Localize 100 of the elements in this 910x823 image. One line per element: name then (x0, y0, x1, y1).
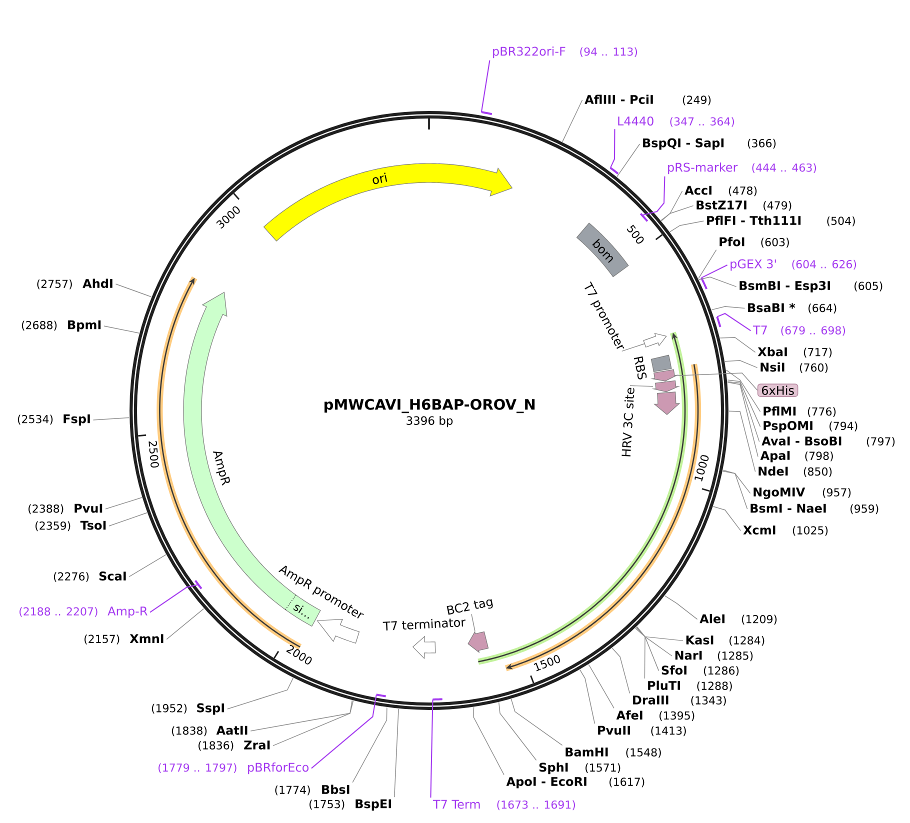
site-label: NarI (1285) (675, 650, 753, 662)
feature-block (468, 630, 489, 654)
leader-line (128, 554, 166, 578)
site-label: ApoI - EcoRI (1617) (506, 777, 644, 788)
leader-line (227, 678, 294, 710)
leader-line (610, 129, 616, 168)
primer-label: L4440 (347 .. 364) (618, 116, 734, 127)
leader-line (311, 694, 377, 769)
leader-line (115, 284, 152, 298)
feature-box: RBS (634, 354, 672, 380)
site-label: AflIII - PciI (249) (584, 94, 711, 106)
feature-block: ori (263, 163, 513, 242)
leader-line (480, 60, 490, 112)
leader-line (660, 190, 683, 221)
leader-line (712, 506, 742, 532)
leader-line (394, 708, 399, 798)
leader-line (250, 700, 353, 732)
leader-line (728, 410, 756, 472)
site-label: (2757) AhdI (37, 278, 112, 290)
site-label: BspQI - SapI (366) (643, 138, 776, 150)
site-label: NsiI (760) (760, 362, 828, 373)
site-label: (2359) TsoI (36, 520, 106, 532)
leader-line (634, 628, 646, 679)
site-label: (2688) BpmI (22, 320, 101, 332)
site-label: (2157) XmnI (84, 634, 164, 644)
leader-line (472, 706, 504, 776)
site-label: (2534) FspI (18, 414, 90, 426)
leader-line (722, 470, 751, 494)
leader-line (722, 470, 748, 510)
leader-line (108, 512, 148, 526)
site-label: PluTI (1288) (648, 680, 732, 692)
site-label: BamHI (1548) (566, 748, 661, 758)
leader-line (716, 312, 751, 332)
site-label: PfoI (603) (720, 237, 789, 248)
primer-label: pGEX 3' (604 .. 626) (730, 259, 856, 271)
leader-line (664, 595, 698, 620)
leader-line (612, 648, 630, 694)
leader-line (430, 699, 434, 798)
primer-label: T7 (679 .. 698) (752, 326, 846, 336)
leader-line (636, 627, 660, 672)
leader-line (498, 702, 537, 761)
tick-label: 2500 (148, 440, 159, 468)
primer-label: (1779 .. 1797) pBRforEco (158, 762, 309, 774)
site-label: BsmI - NaeI (959) (750, 504, 878, 514)
feature-block (654, 392, 680, 416)
leader-line (701, 264, 728, 278)
primer-label: pBR322ori-F (94 .. 113) (493, 46, 638, 58)
tag-label: 6xHis (757, 384, 798, 397)
site-label: AvaI - BsoBI (797) (762, 436, 895, 447)
site-label: BsaBI * (664) (748, 303, 836, 314)
leader-line (105, 497, 142, 510)
site-label: PflFI - Tth111I (504) (707, 216, 855, 226)
leader-line (588, 664, 614, 708)
leader-line (636, 626, 684, 642)
tick-label: 1500 (534, 655, 560, 672)
node-label: T7 terminator (382, 618, 466, 630)
tick-label: 1000 (694, 455, 709, 482)
leader-line (727, 381, 760, 442)
site-label: NdeI (850) (758, 466, 832, 477)
site-label: SfoI (1286) (662, 665, 739, 676)
leader-line (352, 707, 388, 783)
leader-line (642, 176, 666, 216)
site-label: BstZ17I (479) (696, 200, 792, 211)
feature-block (652, 380, 680, 392)
leader-line (510, 698, 563, 746)
site-label: XbaI (717) (758, 347, 832, 358)
leader-line (676, 372, 758, 391)
leader-line (698, 276, 737, 288)
leader-line (720, 337, 756, 353)
leader-line (727, 382, 758, 458)
leader-line (471, 614, 476, 632)
site-label: ApaI (798) (760, 451, 833, 462)
site-label: (2276) ScaI (54, 572, 126, 582)
plasmid-length: 3396 bp (406, 416, 453, 428)
leader-line (616, 144, 640, 178)
site-label: SphI (1571) (539, 762, 620, 774)
site-label: AfeI (1395) (616, 710, 694, 721)
leader-line (92, 417, 130, 420)
site-label: PflMI (776) (764, 406, 836, 417)
leader-line (726, 370, 761, 412)
leader-line (698, 249, 717, 279)
site-label: BsmBI - Esp3I (605) (740, 281, 882, 292)
leader-line (272, 700, 354, 746)
leader-line (150, 584, 198, 613)
leader-line (562, 100, 583, 142)
leader-line (621, 343, 645, 352)
site-label: PvuII (1413) (598, 726, 686, 736)
feature-label: HRV 3C site (622, 388, 634, 456)
site-label: AleI (1209) (700, 614, 777, 625)
site-label: PspOMI (794) (764, 421, 858, 432)
feature-segment: si… (285, 594, 309, 619)
leader-line (636, 626, 672, 656)
feature-label: BC2 tag (446, 599, 493, 615)
feature-block: T7 terminator (382, 618, 466, 660)
leader-line (724, 360, 758, 368)
leader-line (661, 205, 694, 222)
site-label: KasI (1284) (686, 636, 764, 646)
primer-label: pRS-marker (444 .. 463) (668, 162, 816, 174)
site-label: (1952) SspI (152, 703, 224, 715)
leader-line (166, 608, 204, 640)
